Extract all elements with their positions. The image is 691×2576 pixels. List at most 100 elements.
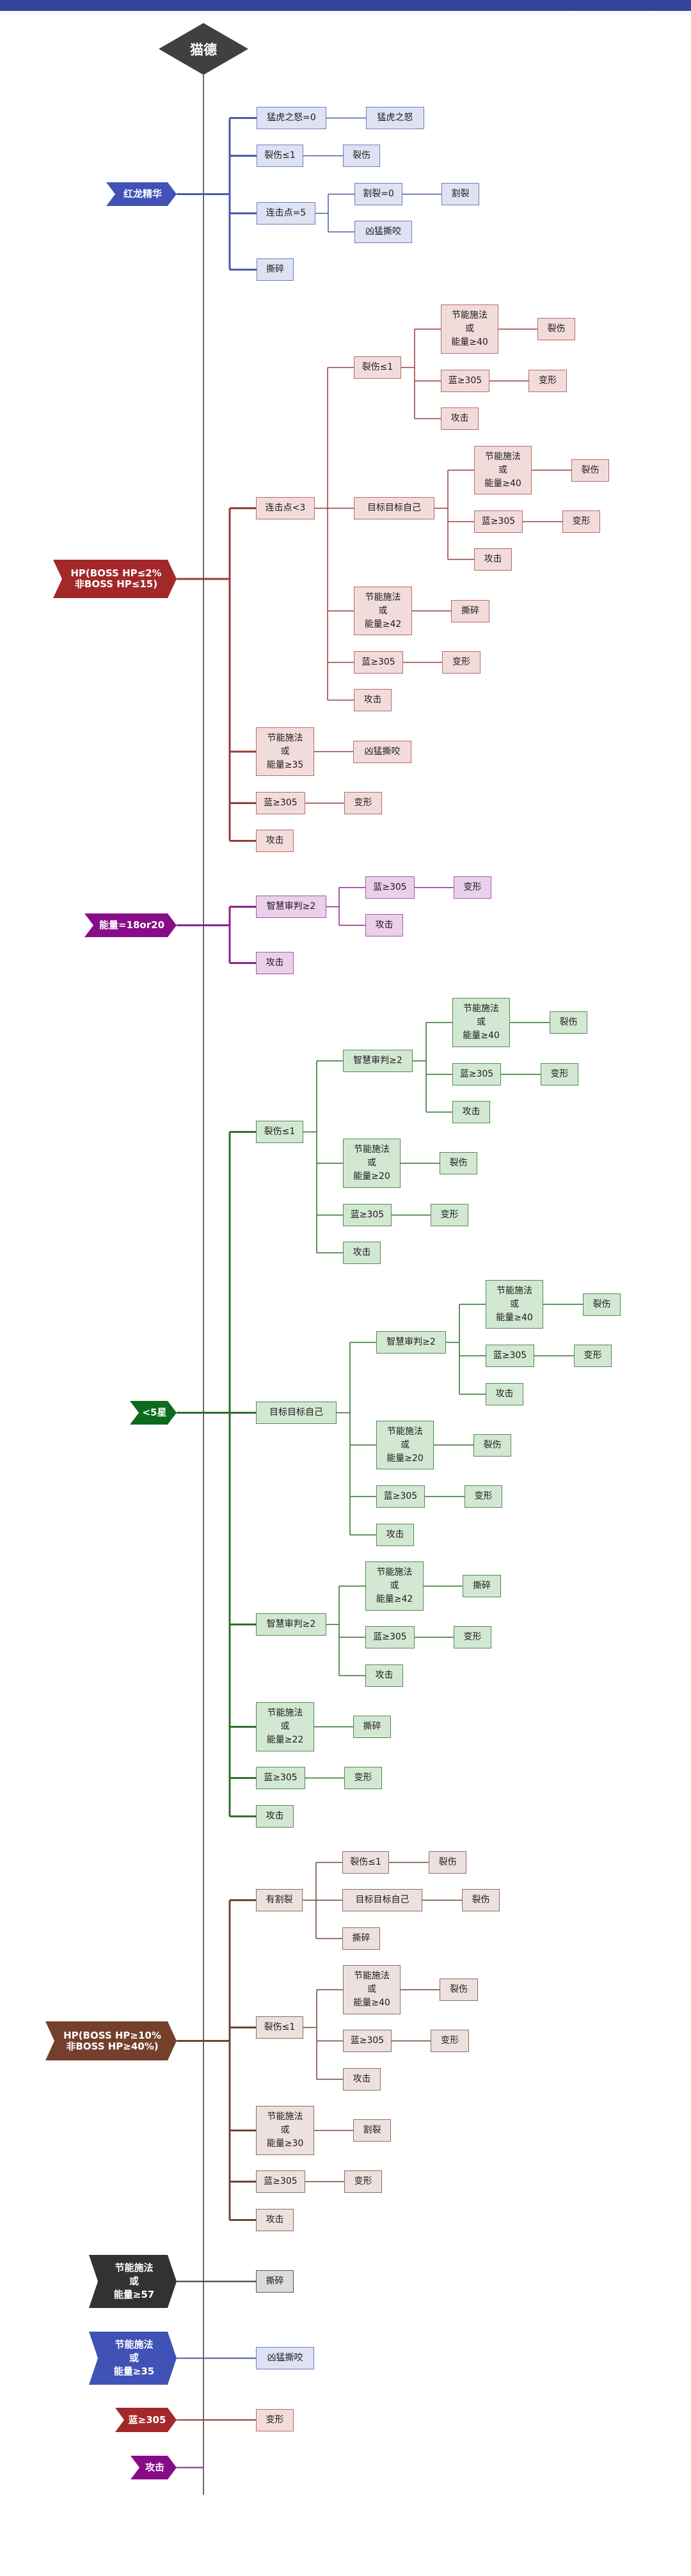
condition-node[interactable]: 节能施法 或 能量≥40	[343, 1965, 401, 2014]
action-node[interactable]: 攻击	[343, 1242, 381, 1264]
condition-node[interactable]: 蓝≥305	[256, 1767, 305, 1789]
action-node[interactable]: 攻击	[256, 952, 294, 974]
action-node[interactable]: 攻击	[256, 1805, 294, 1828]
condition-node[interactable]: 节能施法 或 能量≥22	[256, 1702, 314, 1751]
action-node[interactable]: 凶猛撕咬	[353, 741, 411, 763]
action-node[interactable]: 变形	[465, 1485, 502, 1508]
action-node[interactable]: 攻击	[256, 2209, 294, 2231]
condition-node[interactable]: 智慧审判≥2	[343, 1050, 413, 1072]
action-node[interactable]: 变形	[454, 1626, 491, 1648]
condition-node[interactable]: 蓝≥305	[486, 1345, 534, 1367]
action-node[interactable]: 攻击	[256, 830, 294, 852]
action-node[interactable]: 撕碎	[353, 1716, 391, 1738]
condition-node[interactable]: 节能施法 或 能量≥42	[365, 1561, 424, 1611]
condition-node[interactable]: 蓝≥305	[376, 1485, 425, 1508]
action-node[interactable]: 攻击	[486, 1383, 523, 1405]
condition-node[interactable]: 连击点<3	[256, 497, 315, 519]
condition-node[interactable]: 蓝≥305	[354, 651, 403, 674]
action-node[interactable]: 凶猛撕咬	[354, 221, 412, 243]
action-node[interactable]: 裂伤	[583, 1293, 621, 1316]
condition-node[interactable]: 裂伤≤1	[342, 1851, 389, 1874]
action-node[interactable]: 攻击	[354, 689, 392, 711]
condition-node[interactable]: 节能施法 或 能量≥30	[256, 2106, 314, 2155]
action-node[interactable]: 变形	[344, 792, 382, 814]
condition-node[interactable]: 节能施法 或 能量≥40	[441, 304, 498, 354]
condition-node[interactable]: 蓝≥305	[365, 876, 415, 899]
condition-node[interactable]: 智慧审判≥2	[376, 1331, 446, 1354]
action-node[interactable]: 撕碎	[257, 258, 294, 281]
action-node[interactable]: 裂伤	[343, 145, 380, 167]
condition-node[interactable]: 目标目标自己	[256, 1402, 337, 1424]
action-node[interactable]: 变形	[528, 370, 567, 392]
action-node[interactable]: 攻击	[365, 1664, 403, 1687]
action-node[interactable]: 变形	[431, 2030, 469, 2052]
condition-node[interactable]: 节能施法 或 能量≥42	[354, 587, 412, 635]
action-node[interactable]: 裂伤	[550, 1011, 587, 1034]
action-node[interactable]: 裂伤	[440, 1152, 477, 1174]
condition-node[interactable]: 节能施法 或 能量≥20	[343, 1139, 401, 1188]
condition-node[interactable]: 割裂=0	[354, 183, 402, 205]
condition-tag[interactable]: <5星	[142, 1407, 167, 1418]
action-node[interactable]: 变形	[344, 1767, 382, 1789]
action-node[interactable]: 撕碎	[451, 600, 489, 622]
condition-node[interactable]: 蓝≥305	[452, 1063, 501, 1086]
action-node[interactable]: 裂伤	[429, 1851, 466, 1874]
condition-node[interactable]: 裂伤≤1	[354, 356, 401, 379]
action-node[interactable]: 变形	[541, 1063, 578, 1086]
condition-tag[interactable]: 节能施法 或 能量≥35	[113, 2339, 155, 2377]
condition-tag[interactable]: 蓝≥305	[128, 2414, 166, 2426]
action-node[interactable]: 变形	[562, 510, 600, 533]
action-node[interactable]: 撕碎	[342, 1927, 380, 1950]
condition-tag[interactable]: HP(BOSS HP≤2% 非BOSS HP≤15)	[70, 567, 162, 590]
condition-node[interactable]: 有割裂	[256, 1889, 303, 1911]
action-node[interactable]: 割裂	[353, 2119, 391, 2142]
action-node[interactable]: 裂伤	[571, 459, 609, 482]
condition-node[interactable]: 猛虎之怒=0	[257, 107, 326, 129]
action-node[interactable]: 攻击	[343, 2068, 381, 2090]
condition-node[interactable]: 节能施法 或 能量≥40	[474, 446, 532, 494]
condition-node[interactable]: 蓝≥305	[256, 2170, 305, 2193]
condition-node[interactable]: 蓝≥305	[343, 2030, 392, 2052]
action-node[interactable]: 攻击	[441, 407, 479, 430]
condition-node[interactable]: 连击点=5	[257, 202, 315, 225]
condition-node[interactable]: 智慧审判≥2	[256, 1613, 326, 1636]
condition-node[interactable]: 蓝≥305	[474, 510, 523, 533]
condition-node[interactable]: 蓝≥305	[256, 792, 305, 814]
action-node[interactable]: 变形	[256, 2409, 294, 2431]
condition-node[interactable]: 节能施法 或 能量≥20	[376, 1421, 434, 1469]
action-node[interactable]: 攻击	[452, 1101, 490, 1123]
action-node[interactable]: 变形	[344, 2170, 382, 2193]
condition-node[interactable]: 节能施法 或 能量≥40	[452, 998, 510, 1047]
condition-node[interactable]: 裂伤≤1	[256, 1121, 303, 1143]
action-node[interactable]: 割裂	[441, 183, 479, 205]
action-node[interactable]: 变形	[454, 876, 491, 899]
action-node[interactable]: 变形	[442, 651, 481, 674]
condition-node[interactable]: 蓝≥305	[343, 1204, 392, 1226]
condition-tag[interactable]: 节能施法 或 能量≥57	[113, 2262, 155, 2300]
condition-tag[interactable]: 红龙精华	[123, 188, 162, 200]
action-node[interactable]: 凶猛撕咬	[256, 2347, 314, 2369]
condition-node[interactable]: 目标目标自己	[342, 1889, 422, 1911]
condition-tag[interactable]: HP(BOSS HP≥10% 非BOSS HP≥40%)	[63, 2029, 161, 2052]
condition-tag[interactable]: 能量=18or20	[99, 919, 165, 931]
action-node[interactable]: 猛虎之怒	[366, 107, 424, 129]
action-node[interactable]: 撕碎	[463, 1575, 501, 1597]
action-node[interactable]: 变形	[431, 1204, 468, 1226]
condition-node[interactable]: 裂伤≤1	[257, 145, 303, 167]
action-node[interactable]: 裂伤	[462, 1889, 500, 1911]
condition-node[interactable]: 目标目标自己	[354, 497, 434, 519]
condition-node[interactable]: 蓝≥305	[365, 1626, 415, 1648]
action-node[interactable]: 撕碎	[256, 2270, 294, 2293]
action-node[interactable]: 攻击	[474, 548, 512, 571]
condition-tag[interactable]: 攻击	[145, 2461, 164, 2473]
action-node[interactable]: 裂伤	[473, 1434, 511, 1457]
condition-node[interactable]: 节能施法 或 能量≥35	[256, 727, 314, 776]
action-node[interactable]: 裂伤	[537, 318, 575, 340]
action-node[interactable]: 裂伤	[440, 1979, 478, 2001]
condition-node[interactable]: 蓝≥305	[441, 370, 489, 392]
condition-node[interactable]: 节能施法 或 能量≥40	[486, 1280, 543, 1329]
action-node[interactable]: 攻击	[376, 1524, 414, 1546]
condition-node[interactable]: 智慧审判≥2	[256, 896, 326, 918]
condition-node[interactable]: 裂伤≤1	[256, 2016, 303, 2039]
action-node[interactable]: 攻击	[365, 914, 403, 936]
